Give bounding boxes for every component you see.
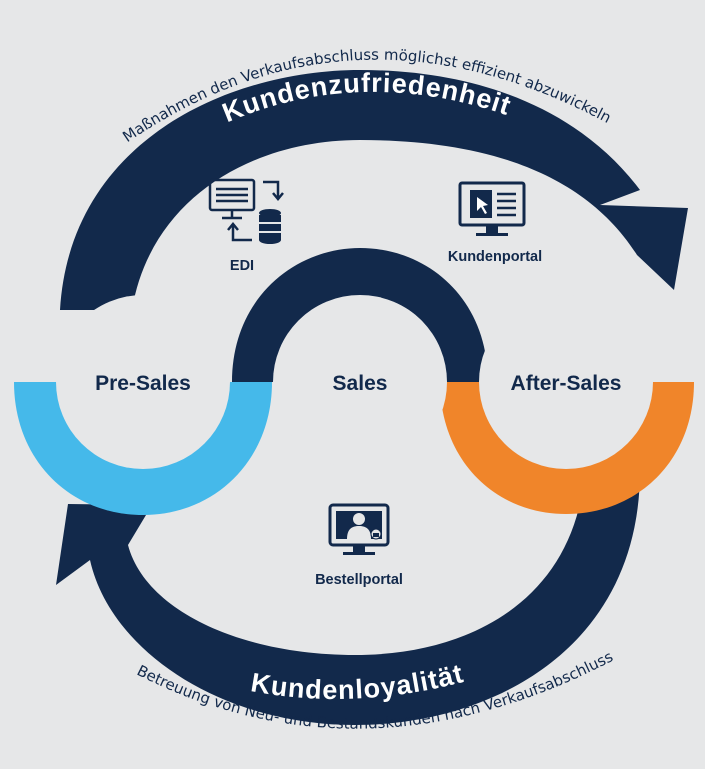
after-sales-label: After-Sales <box>511 372 622 395</box>
bestellportal-label: Bestellportal <box>315 572 403 588</box>
sales-circle <box>273 295 447 469</box>
bottom-arrow-band <box>56 470 640 725</box>
kundenportal-icon <box>458 181 526 236</box>
sales-label: Sales <box>333 372 388 395</box>
edi-icon <box>208 178 284 244</box>
kundenportal-label: Kundenportal <box>448 249 542 265</box>
pre-sales-label: Pre-Sales <box>95 372 191 395</box>
edi-label: EDI <box>230 258 254 274</box>
sales-connector-arch <box>232 248 488 382</box>
top-arrow-band <box>60 70 688 310</box>
pre-sales-circle <box>56 295 230 469</box>
bestellportal-icon <box>328 503 390 555</box>
after-sales-circle <box>479 295 653 469</box>
